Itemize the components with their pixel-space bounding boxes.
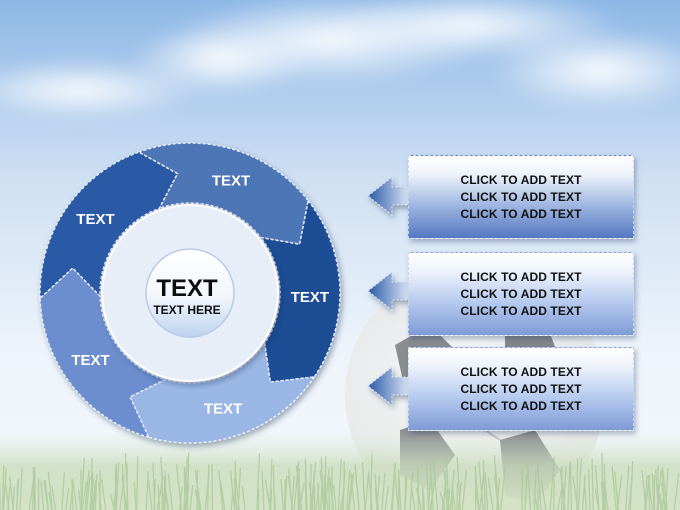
cycle-segment-label-5: TEXT [76,211,114,228]
center-hub [101,204,279,382]
cycle-arrow-segment-4[interactable] [39,267,168,439]
cycle-segment-label-1: TEXT [212,172,250,189]
cycle-diagram: TEXT TEXT TEXT TEXT TEXT TEXT TEXT HERE [39,142,341,444]
text-box-3-line-3: CLICK TO ADD TEXT [460,398,582,413]
clouds [0,0,680,120]
cycle-arrow-segment-3[interactable] [129,341,316,444]
left-arrow-icon-2 [367,270,411,312]
cycle-arrow-segment-2[interactable] [259,198,341,384]
callout-arrows [367,175,411,407]
text-box-2[interactable]: CLICK TO ADD TEXT CLICK TO ADD TEXT CLIC… [408,252,634,336]
cycle-segment-label-3: TEXT [204,400,242,417]
cycle-arrow-segment-1[interactable] [136,142,310,246]
text-box-2-line-1: CLICK TO ADD TEXT [460,269,582,284]
text-box-3-line-2: CLICK TO ADD TEXT [460,381,582,396]
text-box-2-line-2: CLICK TO ADD TEXT [460,286,582,301]
text-box-3-line-1: CLICK TO ADD TEXT [460,364,582,379]
cycle-arrow-segment-5[interactable] [39,151,179,300]
text-box-3[interactable]: CLICK TO ADD TEXT CLICK TO ADD TEXT CLIC… [408,347,634,431]
text-box-1-line-3: CLICK TO ADD TEXT [460,206,582,221]
text-box-2-line-3: CLICK TO ADD TEXT [460,303,582,318]
center-title: TEXT [156,275,218,302]
left-arrow-icon-3 [367,365,411,407]
grass-foreground [0,430,680,510]
left-arrow-icon-1 [367,175,411,217]
cycle-segment-label-4: TEXT [71,352,109,369]
cycle-segment-label-2: TEXT [291,289,329,306]
text-box-1-line-2: CLICK TO ADD TEXT [460,189,582,204]
text-box-1[interactable]: CLICK TO ADD TEXT CLICK TO ADD TEXT CLIC… [408,155,634,239]
text-box-1-line-1: CLICK TO ADD TEXT [460,172,582,187]
center-subtitle: TEXT HERE [153,303,220,317]
